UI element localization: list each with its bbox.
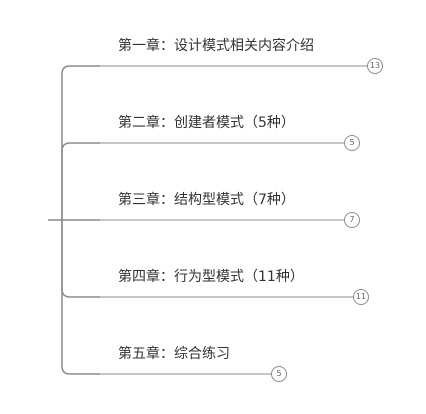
branch-curve-5: [61, 220, 100, 375]
collapse-badge-2[interactable]: 5: [344, 135, 360, 151]
branch-curve-4: [61, 220, 100, 298]
branch-label-1[interactable]: 第一章：设计模式相关内容介绍: [118, 38, 314, 54]
collapse-badge-4[interactable]: 11: [353, 289, 369, 305]
branch-curve-1: [61, 65, 100, 220]
collapse-badge-3[interactable]: 7: [344, 212, 360, 228]
collapse-badge-1[interactable]: 13: [367, 58, 383, 74]
branch-label-5[interactable]: 第五章：综合练习: [118, 346, 230, 362]
branch-label-4[interactable]: 第四章：行为型模式（11种）: [118, 269, 304, 285]
collapse-badge-5[interactable]: 5: [271, 366, 287, 382]
branch-label-3[interactable]: 第三章：结构型模式（7种）: [118, 192, 295, 208]
branch-curve-2: [61, 142, 100, 220]
branch-label-2[interactable]: 第二章：创建者模式（5种）: [118, 115, 295, 131]
